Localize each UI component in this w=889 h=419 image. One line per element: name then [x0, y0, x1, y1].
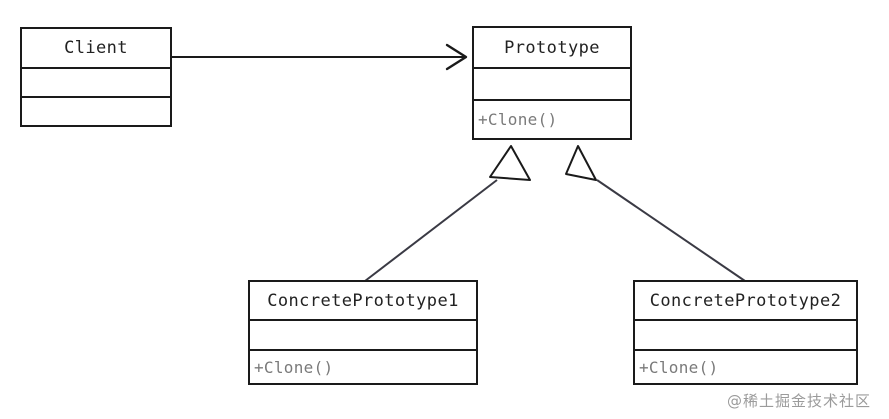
relation-concrete1-to-prototype: [364, 145, 531, 282]
relation-client-to-prototype: [172, 43, 468, 71]
generalization-line: [596, 179, 746, 282]
hollow-triangle-icon: [489, 145, 531, 181]
class-attributes-prototype: [474, 67, 630, 99]
class-operations-concreteprototype1: +Clone(): [250, 349, 476, 383]
uml-class-prototype[interactable]: Prototype +Clone(): [472, 26, 632, 140]
class-attributes-concreteprototype2: [635, 319, 856, 349]
uml-class-concreteprototype1[interactable]: ConcretePrototype1 +Clone(): [248, 280, 478, 385]
watermark: @稀土掘金技术社区: [726, 392, 871, 410]
class-operations-concreteprototype2: +Clone(): [635, 349, 856, 383]
class-name-concreteprototype2: ConcretePrototype2: [649, 290, 842, 311]
class-name-prototype: Prototype: [504, 37, 600, 58]
class-name-concreteprototype1: ConcretePrototype1: [267, 290, 459, 311]
relation-concrete2-to-prototype: [565, 145, 746, 282]
uml-class-client[interactable]: Client: [20, 27, 172, 127]
class-attributes-client: [22, 67, 170, 96]
open-arrow-icon: [445, 43, 468, 71]
uml-class-concreteprototype2[interactable]: ConcretePrototype2 +Clone(): [633, 280, 858, 385]
class-name-client: Client: [64, 38, 128, 58]
class-operations-client: [22, 96, 170, 125]
class-attributes-concreteprototype1: [250, 319, 476, 349]
generalization-line: [364, 179, 498, 282]
hollow-triangle-icon: [565, 145, 597, 181]
class-operations-prototype: +Clone(): [474, 99, 630, 138]
